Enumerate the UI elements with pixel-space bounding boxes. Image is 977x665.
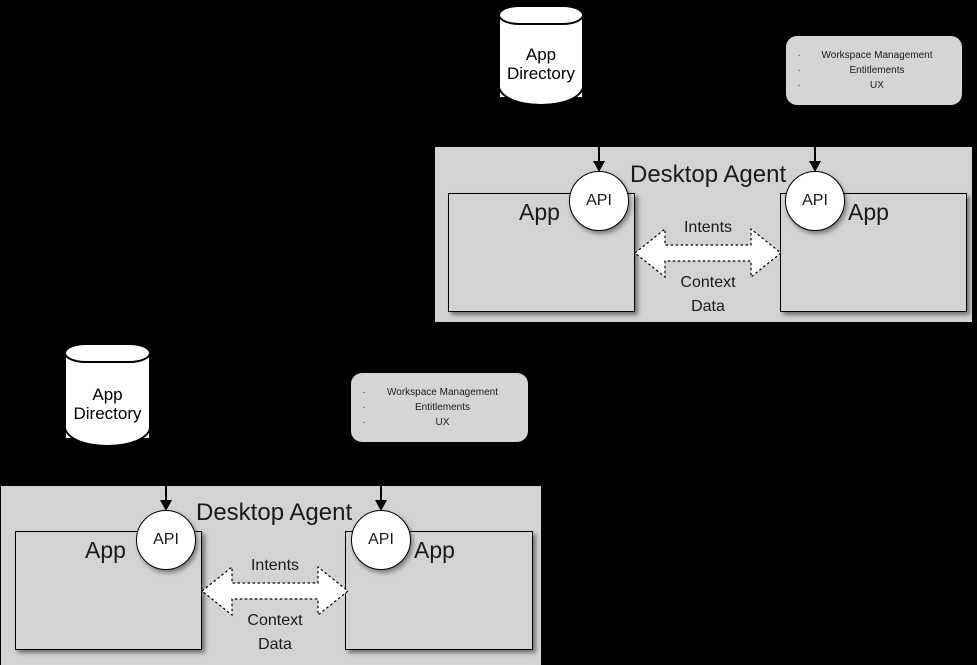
cylinder-bottom-ellipse (498, 86, 584, 106)
bullet-icon: · (362, 417, 366, 428)
bullet-icon: · (362, 402, 366, 413)
intents-context-double-arrow (634, 221, 782, 285)
left-app-label: App (519, 199, 560, 225)
right-app-label: App (848, 199, 889, 225)
desktop-agent-title: Desktop Agent (196, 499, 353, 526)
callout-item-label: Workspace Management (387, 387, 498, 398)
arrow-shaft (164, 444, 168, 502)
callout-item: · UX (786, 78, 962, 93)
callout-item: · Workspace Management (786, 48, 962, 63)
context-label-line1: Context (247, 612, 303, 629)
left-app-label: App (85, 537, 126, 563)
app-directory-cylinder: App Directory (498, 5, 584, 106)
bullet-icon: · (362, 387, 366, 398)
arrow-head-icon (593, 161, 605, 172)
bullet-icon: · (797, 80, 801, 91)
capabilities-callout: · Workspace Management · Entitlements · … (786, 36, 962, 105)
app-directory-to-api-arrow (158, 444, 174, 511)
context-label-line2: Data (691, 298, 725, 315)
app-directory-label-line1: App (525, 45, 557, 64)
callout-item-label: UX (435, 417, 450, 428)
desktop-agent-title: Desktop Agent (630, 161, 787, 188)
cylinder-body (498, 14, 584, 97)
fdc3-diagram-bottom: App Directory · Workspace Management · E… (0, 338, 977, 665)
app-directory-label-line1: App (92, 385, 123, 404)
callout-item: · Entitlements (786, 63, 962, 78)
cylinder-top-ellipse (64, 343, 151, 363)
capabilities-callout: · Workspace Management · Entitlements · … (351, 373, 528, 442)
arrow-head-icon (809, 161, 821, 172)
cylinder-body (64, 352, 151, 438)
context-label-line2: Data (258, 636, 292, 653)
callout-item-label: UX (870, 80, 884, 91)
fdc3-diagram-top: App Directory · Workspace Management · E… (0, 0, 977, 330)
cylinder-bottom-ellipse (64, 427, 151, 447)
app-directory-label-line2: Directory (506, 64, 575, 83)
arrow-head-icon (375, 500, 387, 511)
bullet-icon: · (797, 65, 801, 76)
callout-item: · Entitlements (351, 400, 528, 415)
callout-to-api-arrow (373, 444, 389, 511)
bullet-icon: · (797, 50, 801, 61)
arrow-shaft (597, 105, 601, 163)
arrow-head-icon (160, 500, 172, 511)
right-api-circle: API (785, 171, 845, 231)
arrow-shaft (379, 444, 383, 502)
intents-label: Intents (683, 219, 733, 236)
arrow-shaft (813, 105, 817, 163)
cylinder-top-ellipse (498, 5, 584, 25)
callout-item-label: Entitlements (849, 65, 905, 76)
app-directory-cylinder: App Directory (64, 343, 151, 447)
callout-item: · Workspace Management (351, 385, 528, 400)
intents-context-double-arrow (201, 559, 349, 623)
intents-label: Intents (250, 557, 300, 574)
right-api-circle: API (351, 510, 411, 570)
callout-item-label: Entitlements (414, 402, 471, 413)
app-directory-to-api-arrow (591, 105, 607, 172)
context-label-line1: Context (680, 274, 736, 291)
right-app-label: App (414, 537, 455, 563)
callout-to-api-arrow (807, 105, 823, 172)
callout-item-label: Workspace Management (821, 50, 933, 61)
left-api-circle: API (136, 510, 196, 570)
left-api-circle: API (569, 171, 629, 231)
app-directory-label-line2: Directory (73, 404, 142, 423)
callout-item: · UX (351, 415, 528, 430)
